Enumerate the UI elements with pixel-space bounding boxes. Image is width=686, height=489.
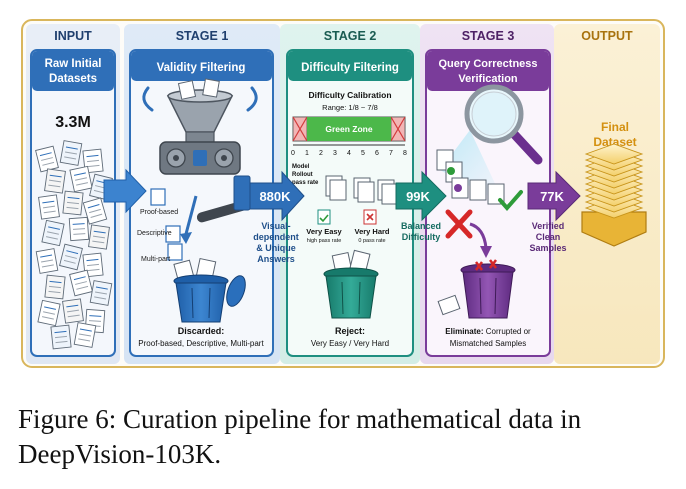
- stage1-discard-detail: Proof-based, Descriptive, Multi-part: [138, 339, 264, 348]
- axis-tick: 1: [305, 150, 309, 157]
- stage1-discard-title: Discarded:: [178, 326, 225, 336]
- calibration-axis-ticks: 0 1 2 3 4 5 6 7 8: [291, 150, 407, 157]
- flow1-label-line1: Visual-: [261, 221, 290, 231]
- stage2-column-header: STAGE 2: [324, 29, 377, 43]
- stage1-label-proof-based: Proof-based: [140, 209, 178, 216]
- stage3-eliminate-detail2: Mismatched Samples: [450, 339, 526, 348]
- very-easy-sub: high pass rate: [307, 238, 342, 244]
- flow3-label-line2: Clean: [536, 232, 561, 242]
- rollout-label-line1: Model: [292, 164, 310, 170]
- stage1-column-header: STAGE 1: [176, 29, 229, 43]
- green-zone-label: Green Zone: [325, 124, 373, 134]
- stage1-label-descriptive: Descriptive: [137, 230, 172, 237]
- eliminate-title: Eliminate:: [445, 327, 483, 336]
- flow1-label-line2: dependent: [253, 232, 299, 242]
- input-count: 3.3M: [55, 114, 91, 131]
- very-easy-label: Very Easy: [306, 227, 342, 236]
- flow2-label-line1: Balanced: [401, 221, 441, 231]
- stage3-title-line1: Query Correctness: [438, 58, 537, 70]
- flow3-label-line1: Verified: [532, 221, 565, 231]
- stage2-title: Difficulty Filtering: [301, 62, 399, 74]
- stage3-column-header: STAGE 3: [462, 29, 515, 43]
- flow3-label-line3: Samples: [529, 243, 566, 253]
- axis-tick: 8: [403, 150, 407, 157]
- flow1-count: 880K: [259, 189, 291, 204]
- axis-tick: 0: [291, 150, 295, 157]
- flow3-count: 77K: [540, 189, 564, 204]
- axis-tick: 4: [347, 150, 351, 157]
- axis-tick: 5: [361, 150, 365, 157]
- output-column-header: OUTPUT: [581, 29, 633, 43]
- stage2-reject-detail: Very Easy / Very Hard: [311, 339, 389, 348]
- final-dataset-stack-icon: [582, 144, 646, 246]
- calibration-title: Difficulty Calibration: [308, 90, 391, 100]
- stage1-title: Validity Filtering: [157, 62, 246, 74]
- figure-caption: Figure 6: Curation pipeline for mathemat…: [18, 402, 670, 472]
- stage1-label-multi-part: Multi-part: [141, 256, 170, 263]
- input-title-line2: Datasets: [49, 73, 97, 85]
- rollout-label-line3: pass rate: [292, 180, 319, 186]
- flow1-label-line3: & Unique: [256, 243, 296, 253]
- stage3-panel-header: [427, 51, 549, 91]
- output-line1: Final: [601, 120, 629, 134]
- input-column-header: INPUT: [54, 29, 92, 43]
- axis-tick: 7: [389, 150, 393, 157]
- very-hard-sub: 0 pass rate: [358, 238, 385, 244]
- pipeline-figure: INPUT Raw Initial Datasets 3.3M STAGE 1 …: [0, 0, 686, 390]
- rollout-label-line2: Rollout: [292, 172, 313, 178]
- input-panel-header: [32, 51, 114, 91]
- calibration-range: Range: 1/8 ~ 7/8: [322, 103, 378, 112]
- axis-tick: 2: [319, 150, 323, 157]
- flow1-label-line4: Answers: [257, 254, 295, 264]
- very-hard-label: Very Hard: [354, 227, 389, 236]
- stage3-title-line2: Verification: [458, 73, 518, 85]
- flow2-count: 99K: [406, 189, 430, 204]
- axis-tick: 3: [333, 150, 337, 157]
- axis-tick: 6: [375, 150, 379, 157]
- stage2-reject-title: Reject:: [335, 326, 365, 336]
- input-title-line1: Raw Initial: [45, 58, 102, 70]
- eliminate-detail: Corrupted or: [486, 327, 531, 336]
- flow2-label-line2: Difficulty: [402, 232, 441, 242]
- stage3-eliminate-title: Eliminate: Corrupted or: [445, 327, 531, 336]
